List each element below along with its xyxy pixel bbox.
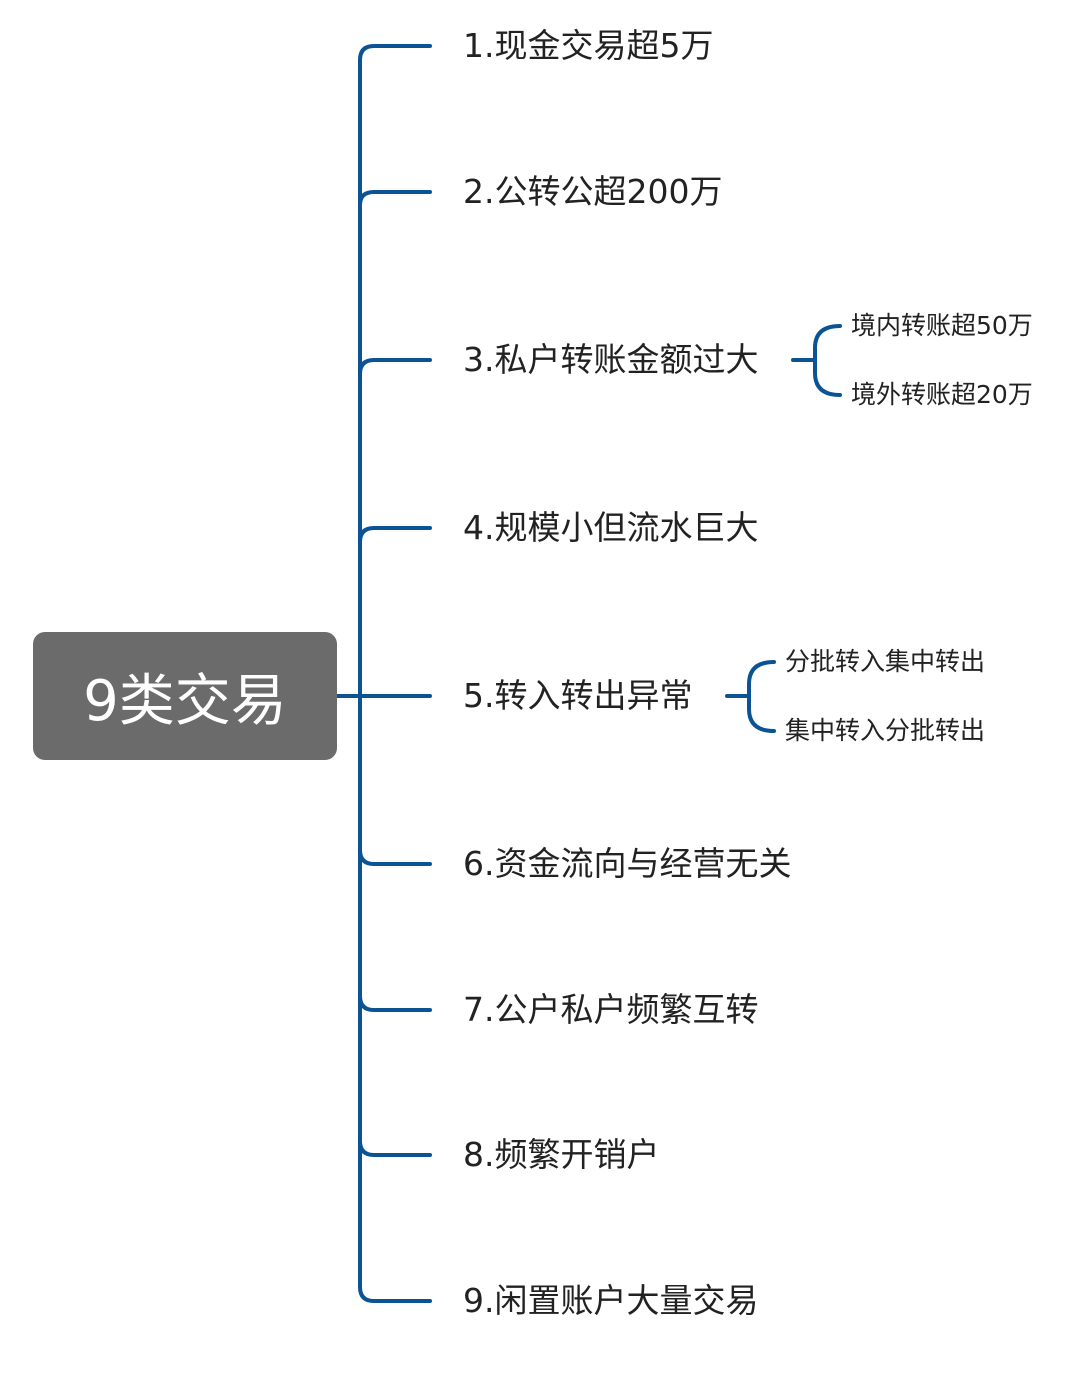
sub-bracket-5 [725,660,776,733]
branch-8-label: 8.频繁开销户 [463,1135,660,1174]
branch-3-sub-2: 境外转账超20万 [851,380,1033,409]
branch-connector-2 [358,190,432,207]
branch-2-label: 2.公转公超200万 [463,172,723,211]
branch-5-label: 5.转入转出异常 [463,676,693,715]
root-label: 9类交易 [83,668,287,734]
branch-connector-4 [358,526,432,544]
branch-5-sub-2: 集中转入分批转出 [785,716,986,745]
root-node: 9类交易 [33,632,337,760]
branch-3-sub-1: 境内转账超50万 [851,311,1033,340]
branch-connector-7 [358,994,432,1012]
branch-5-sub-1: 分批转入集中转出 [785,647,986,676]
branch-connector-8 [358,1139,432,1157]
branch-3-label: 3.私户转账金额过大 [463,340,759,379]
sub-bracket-3 [791,324,842,397]
branch-7-label: 7.公户私户频繁互转 [463,990,759,1029]
branch-4-label: 4.规模小但流水巨大 [463,508,759,547]
main-spine [358,44,432,1303]
branch-1-label: 1.现金交易超5万 [463,26,714,65]
branch-connector-6 [358,848,432,866]
branch-connector-3 [358,358,432,376]
branch-9-label: 9.闲置账户大量交易 [463,1281,759,1320]
branch-6-label: 6.资金流向与经营无关 [463,844,792,883]
